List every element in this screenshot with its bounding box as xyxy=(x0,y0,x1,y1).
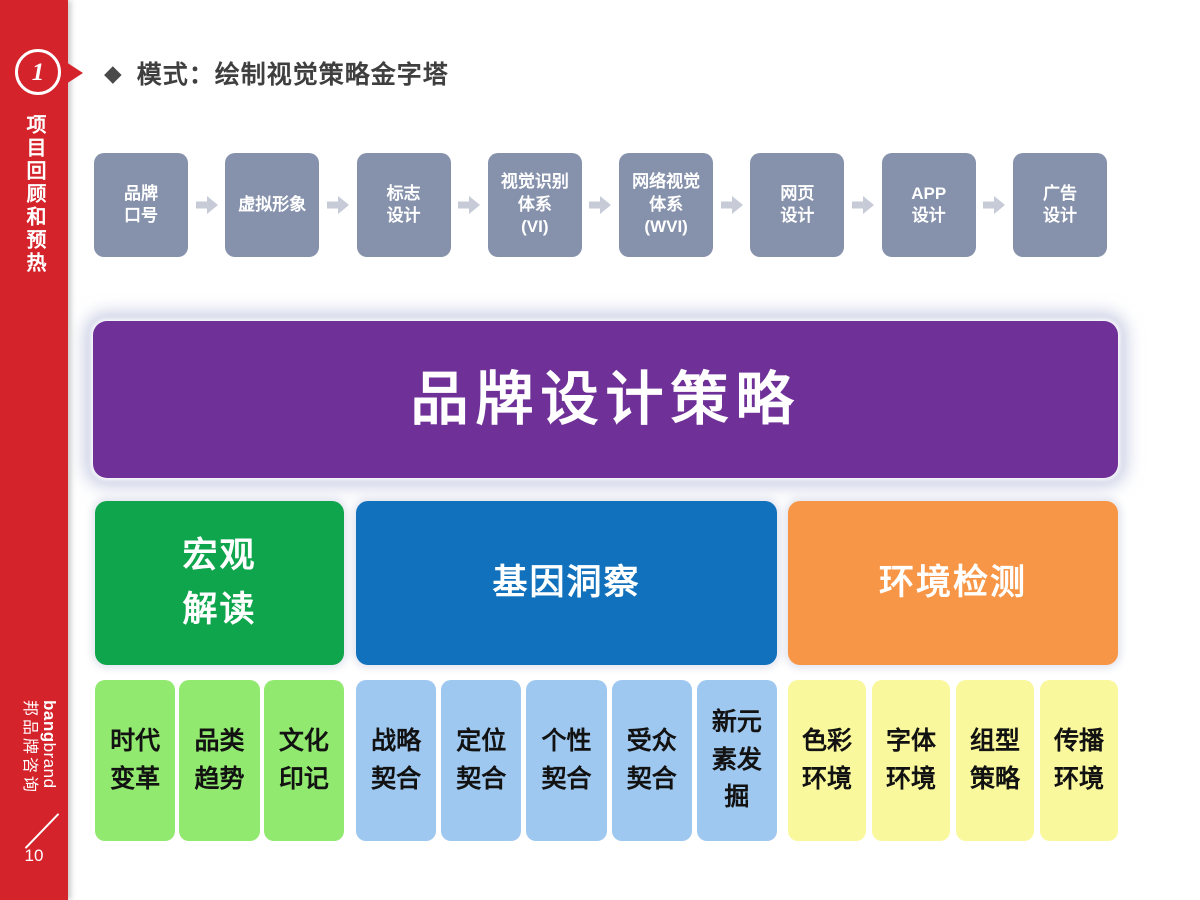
item-row-environment: 色彩 环境 字体 环境 组型 策略 传播 环境 xyxy=(788,680,1118,841)
flow-step-logo-design: 标志 设计 xyxy=(356,153,451,257)
arrow-right-icon xyxy=(713,153,750,257)
item-font-environment: 字体 环境 xyxy=(872,680,950,841)
item-culture-mark: 文化 印记 xyxy=(263,680,344,841)
flow-step-vi-system: 视觉识别 体系 (VI) xyxy=(487,153,582,257)
item-category-trend: 品类 趋势 xyxy=(179,680,260,841)
brand-logo-latin: bangbrand xyxy=(39,700,60,840)
arrow-right-icon xyxy=(451,153,488,257)
category-gene-insight: 基因洞察 xyxy=(356,501,777,665)
brand-logo-chinese: 邦品牌咨询 xyxy=(20,700,38,796)
flow-step-wvi-system: 网络视觉 体系 (WVI) xyxy=(619,153,714,257)
brand-logo-latin-light: brand xyxy=(40,742,59,789)
chapter-number: 1 xyxy=(31,58,45,86)
item-row-macro: 时代 变革 品类 趋势 文化 印记 xyxy=(95,680,344,841)
item-communication-environment: 传播 环境 xyxy=(1040,680,1118,841)
flow-step-virtual-image: 虚拟形象 xyxy=(225,153,320,257)
item-era-change: 时代 变革 xyxy=(95,680,176,841)
item-personality-fit: 个性 契合 xyxy=(526,680,607,841)
chapter-pointer-icon xyxy=(66,62,83,84)
pyramid-top-label: 品牌设计策略 xyxy=(410,366,801,432)
sidebar-section-title: 项目回顾和预热 xyxy=(23,114,45,275)
item-composition-strategy: 组型 策略 xyxy=(956,680,1034,841)
process-flow: 品牌 口号 虚拟形象 标志 设计 视觉识别 体系 (VI) 网络视觉 体系 (W… xyxy=(94,153,1107,257)
item-color-environment: 色彩 环境 xyxy=(788,680,866,841)
item-positioning-fit: 定位 契合 xyxy=(441,680,522,841)
flow-step-web-design: 网页 设计 xyxy=(750,153,845,257)
flow-step-brand-slogan: 品牌 口号 xyxy=(94,153,188,257)
item-new-element-mining: 新元 素发 掘 xyxy=(696,680,778,841)
item-audience-fit: 受众 契合 xyxy=(611,680,692,841)
arrow-right-icon xyxy=(188,153,225,257)
item-strategy-fit: 战略 契合 xyxy=(356,680,437,841)
slide-header: ◆ 模式：绘制视觉策略金字塔 xyxy=(104,55,449,91)
brand-logo-latin-bold: bang xyxy=(40,700,59,743)
page-number: 10 xyxy=(24,846,44,865)
category-macro-interpretation: 宏观 解读 xyxy=(95,501,344,665)
arrow-right-icon xyxy=(582,153,619,257)
chapter-number-badge: 1 xyxy=(15,49,61,95)
arrow-right-icon xyxy=(976,153,1013,257)
diamond-bullet-icon: ◆ xyxy=(104,59,122,86)
item-row-gene: 战略 契合 定位 契合 个性 契合 受众 契合 新元 素发 掘 xyxy=(356,680,778,841)
flow-step-app-design: APP 设计 xyxy=(881,153,976,257)
arrow-right-icon xyxy=(319,153,356,257)
arrow-right-icon xyxy=(844,153,881,257)
page-title: 模式：绘制视觉策略金字塔 xyxy=(136,61,449,89)
sidebar: 1 项目回顾和预热 bangbrand 邦品牌咨询 10 xyxy=(0,0,68,900)
category-environment-check: 环境检测 xyxy=(788,501,1118,665)
pyramid-top-banner: 品牌设计策略 xyxy=(93,321,1118,478)
flow-step-ad-design: 广告 设计 xyxy=(1012,153,1107,257)
